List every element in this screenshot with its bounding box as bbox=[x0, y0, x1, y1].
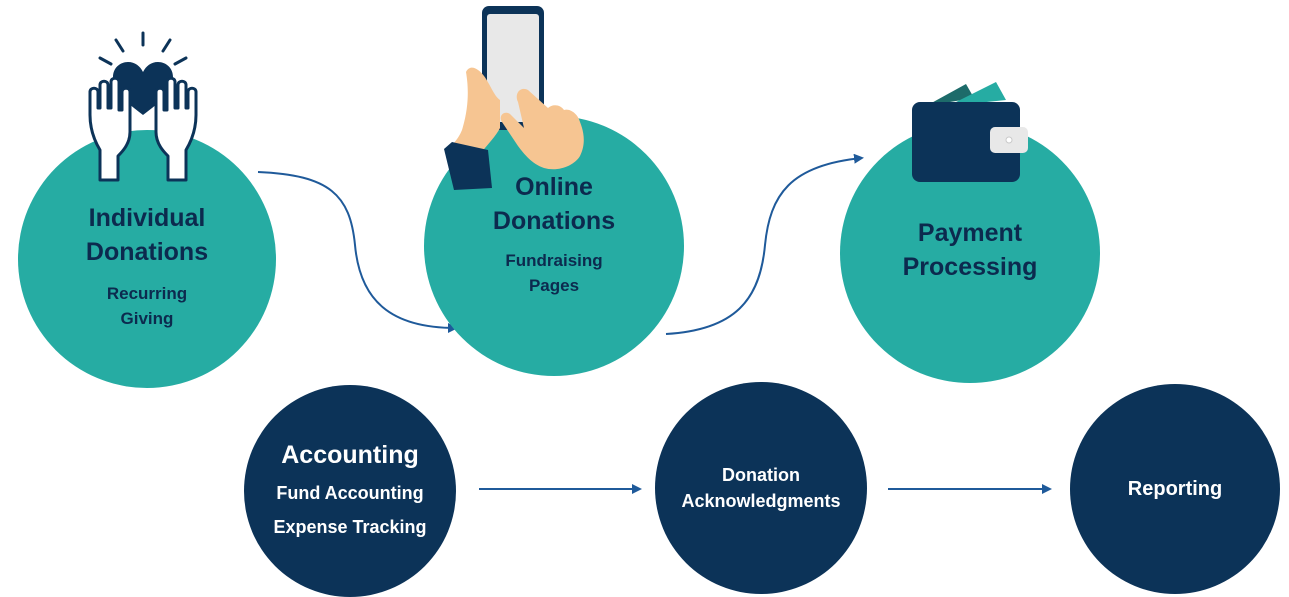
node-subtitle: Fund Accounting Expense Tracking bbox=[273, 483, 427, 537]
node-accounting: Accounting Fund Accounting Expense Track… bbox=[244, 385, 456, 597]
hands-heart-icon bbox=[88, 31, 198, 182]
node-donation-acknowledgments: Donation Acknowledgments bbox=[655, 382, 867, 594]
node-title: Accounting bbox=[281, 441, 419, 469]
node-subtitle: Fundraising Pages bbox=[505, 251, 603, 295]
node-title: Reporting bbox=[1127, 478, 1223, 500]
node-title: Online Donations bbox=[492, 173, 616, 235]
phone-hand-icon bbox=[444, 6, 584, 190]
node-subtitle: Recurring Giving bbox=[106, 284, 188, 328]
arrow-icon bbox=[665, 153, 864, 335]
node-reporting: Reporting bbox=[1070, 384, 1280, 594]
node-title: Donation Acknowledgments bbox=[681, 465, 841, 511]
node-individual-donations: Individual Donations Recurring Giving bbox=[18, 130, 276, 388]
arrow-icon bbox=[257, 171, 458, 333]
node-title: Payment Processing bbox=[902, 219, 1038, 281]
wallet-icon bbox=[912, 82, 1028, 182]
node-title: Individual Donations bbox=[85, 204, 209, 266]
node-payment-processing: Payment Processing bbox=[840, 123, 1100, 383]
